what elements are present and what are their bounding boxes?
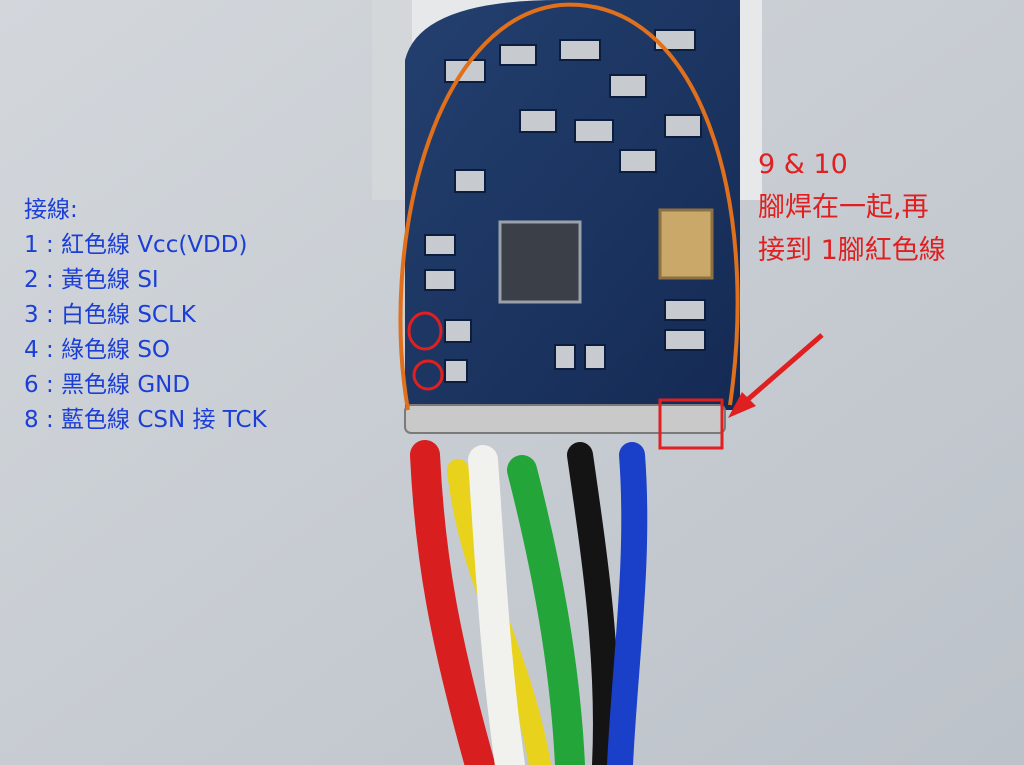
crystal xyxy=(658,208,714,280)
wire-white xyxy=(468,445,525,765)
orange-loop-wire xyxy=(398,2,740,411)
solder-pads xyxy=(404,404,726,434)
highlight-box-pins-9-10 xyxy=(658,398,724,450)
wire-black xyxy=(567,442,619,765)
wire-green xyxy=(507,455,585,765)
note-line-3: 接到 1腳紅色線 xyxy=(758,235,946,266)
legend-line-pin1: 1 : 紅色線 Vcc(VDD) xyxy=(24,232,248,258)
note-line-1: 9 & 10 xyxy=(758,149,848,180)
highlight-circle-2 xyxy=(412,359,444,391)
wiring-legend: 接線: 1 : 紅色線 Vcc(VDD) 2 : 黃色線 SI 3 : 白色線 … xyxy=(24,193,267,438)
ic-chip xyxy=(498,220,582,304)
arrow-head xyxy=(728,392,756,418)
note-line-2: 腳焊在一起,再 xyxy=(758,192,929,223)
arrow-shaft xyxy=(736,333,824,410)
legend-line-pin3: 3 : 白色線 SCLK xyxy=(24,302,196,328)
pin-9-10-note: 9 & 10 腳焊在一起,再 接到 1腳紅色線 xyxy=(758,143,946,272)
legend-line-pin8: 8 : 藍色線 CSN 接 TCK xyxy=(24,407,267,433)
wire-blue xyxy=(607,442,648,765)
highlight-circle-1 xyxy=(407,311,443,351)
legend-line-pin6: 6 : 黑色線 GND xyxy=(24,372,191,398)
wire-red xyxy=(410,440,495,765)
pcb-components xyxy=(424,29,706,383)
pcb-board xyxy=(405,0,740,410)
wires xyxy=(410,440,648,765)
legend-line-pin4: 4 : 綠色線 SO xyxy=(24,337,171,363)
legend-line-pin2: 2 : 黃色線 SI xyxy=(24,267,159,293)
legend-title: 接線: xyxy=(24,197,78,223)
